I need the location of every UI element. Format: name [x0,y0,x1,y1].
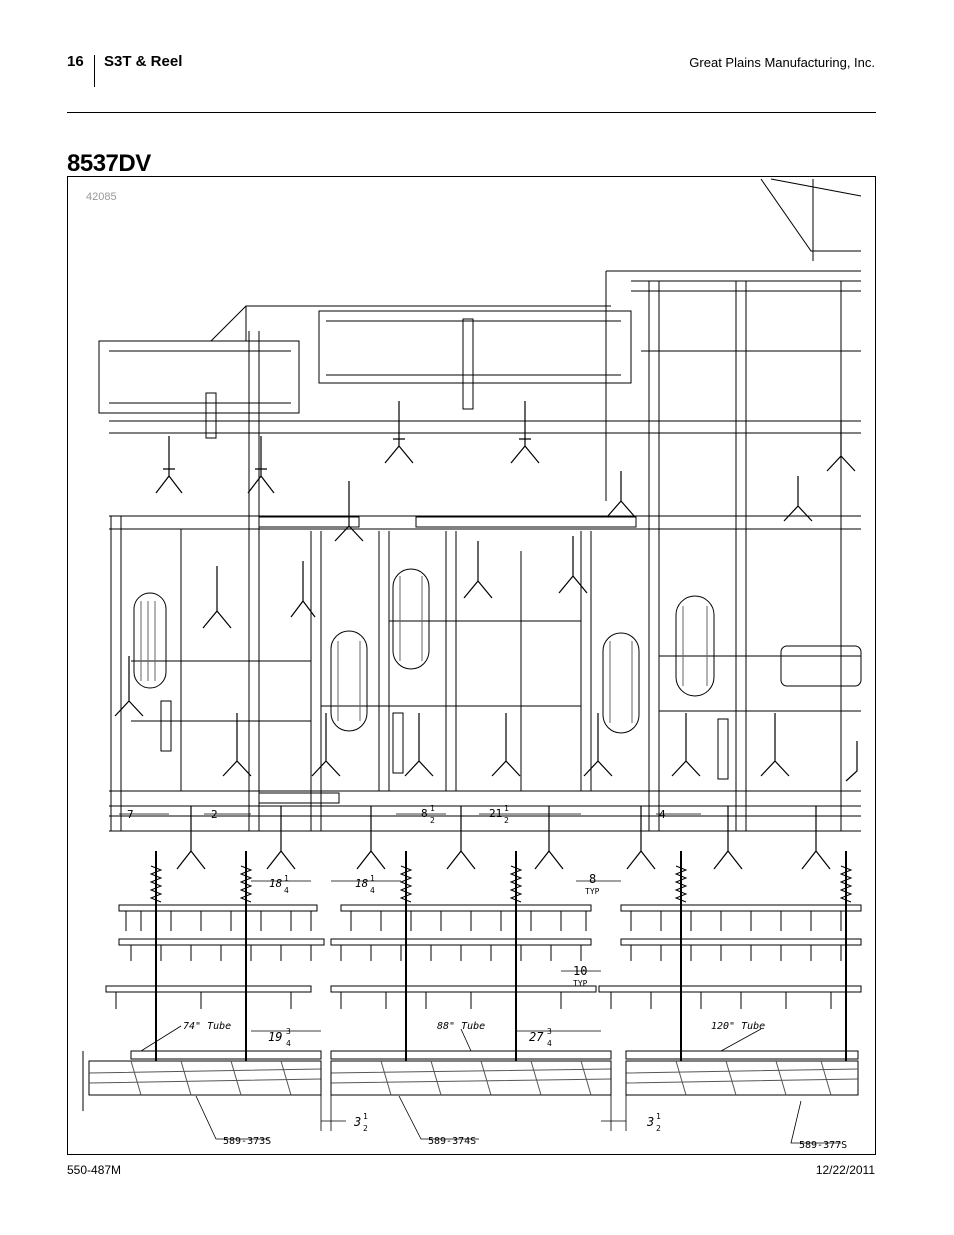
harrow-springs [149,851,853,1061]
machine-drawing: 7 2 8 1 2 21 1 2 4 18 1 4 18 1 4 8 TYP 1… [82,178,862,1151]
frame-linework [98,178,862,832]
frac-den: 4 [547,1039,552,1048]
footer-date: 12/22/2011 [815,1163,875,1177]
dim-2: 2 [211,808,218,821]
frac-num: 1 [284,874,289,883]
frac-num: 1 [504,804,509,813]
dim-4: 4 [659,808,666,821]
harrow-bars [105,904,862,1009]
frac-den: 2 [430,816,435,825]
dim-8-typ: 8 [589,872,596,886]
frac-num: 1 [656,1112,661,1121]
page-number: 16 [67,53,84,70]
header-divider [94,55,95,87]
typ-label: TYP [573,979,588,988]
dim-21-half: 21 [489,807,502,820]
dim-18-quarter: 18 [269,877,283,890]
dim-7: 7 [127,808,134,821]
sweep-shanks [114,401,858,870]
frac-den: 4 [370,886,375,895]
dimension-lines [119,813,701,1131]
tube-label-120: 120" Tube [711,1021,765,1032]
part-number-reel-1: 589-373S [223,1136,271,1147]
header-rule [67,112,876,113]
rolling-reels [82,1050,859,1111]
frac-den: 2 [656,1124,661,1133]
leader-lines [140,1025,841,1144]
dim-27-three-quarter: 27 [529,1030,544,1044]
dim-18-quarter: 18 [355,877,369,890]
part-number-reel-2: 589-374S [428,1136,476,1147]
dim-3-half: 3 [646,1115,654,1129]
typ-label: TYP [585,887,600,896]
frac-num: 1 [363,1112,368,1121]
company-name: Great Plains Manufacturing, Inc. [689,55,875,70]
frac-den: 2 [363,1124,368,1133]
frac-num: 3 [547,1027,552,1036]
hydraulic-cylinders [160,318,862,804]
frac-den: 4 [286,1039,291,1048]
part-number-reel-3: 589-377S [799,1140,847,1151]
figure-id: 42085 [86,191,117,203]
frac-num: 3 [286,1027,291,1036]
dim-8-half: 8 [421,807,428,820]
frac-num: 1 [430,804,435,813]
document-title: S3T & Reel [104,53,183,70]
frac-den: 2 [504,816,509,825]
gauge-wheels [133,568,715,734]
dim-3-half: 3 [353,1115,361,1129]
parts-diagram-figure: 42085 [67,176,876,1155]
frac-den: 4 [284,886,289,895]
tube-label-74: 74" Tube [183,1021,231,1032]
section-title: 8537DV [67,150,151,177]
dim-19-three-quarter: 19 [268,1030,282,1044]
tube-label-88: 88" Tube [437,1021,485,1032]
frac-num: 1 [370,874,375,883]
footer-part-number: 550-487M [67,1163,122,1177]
dim-10-typ: 10 [573,964,587,978]
